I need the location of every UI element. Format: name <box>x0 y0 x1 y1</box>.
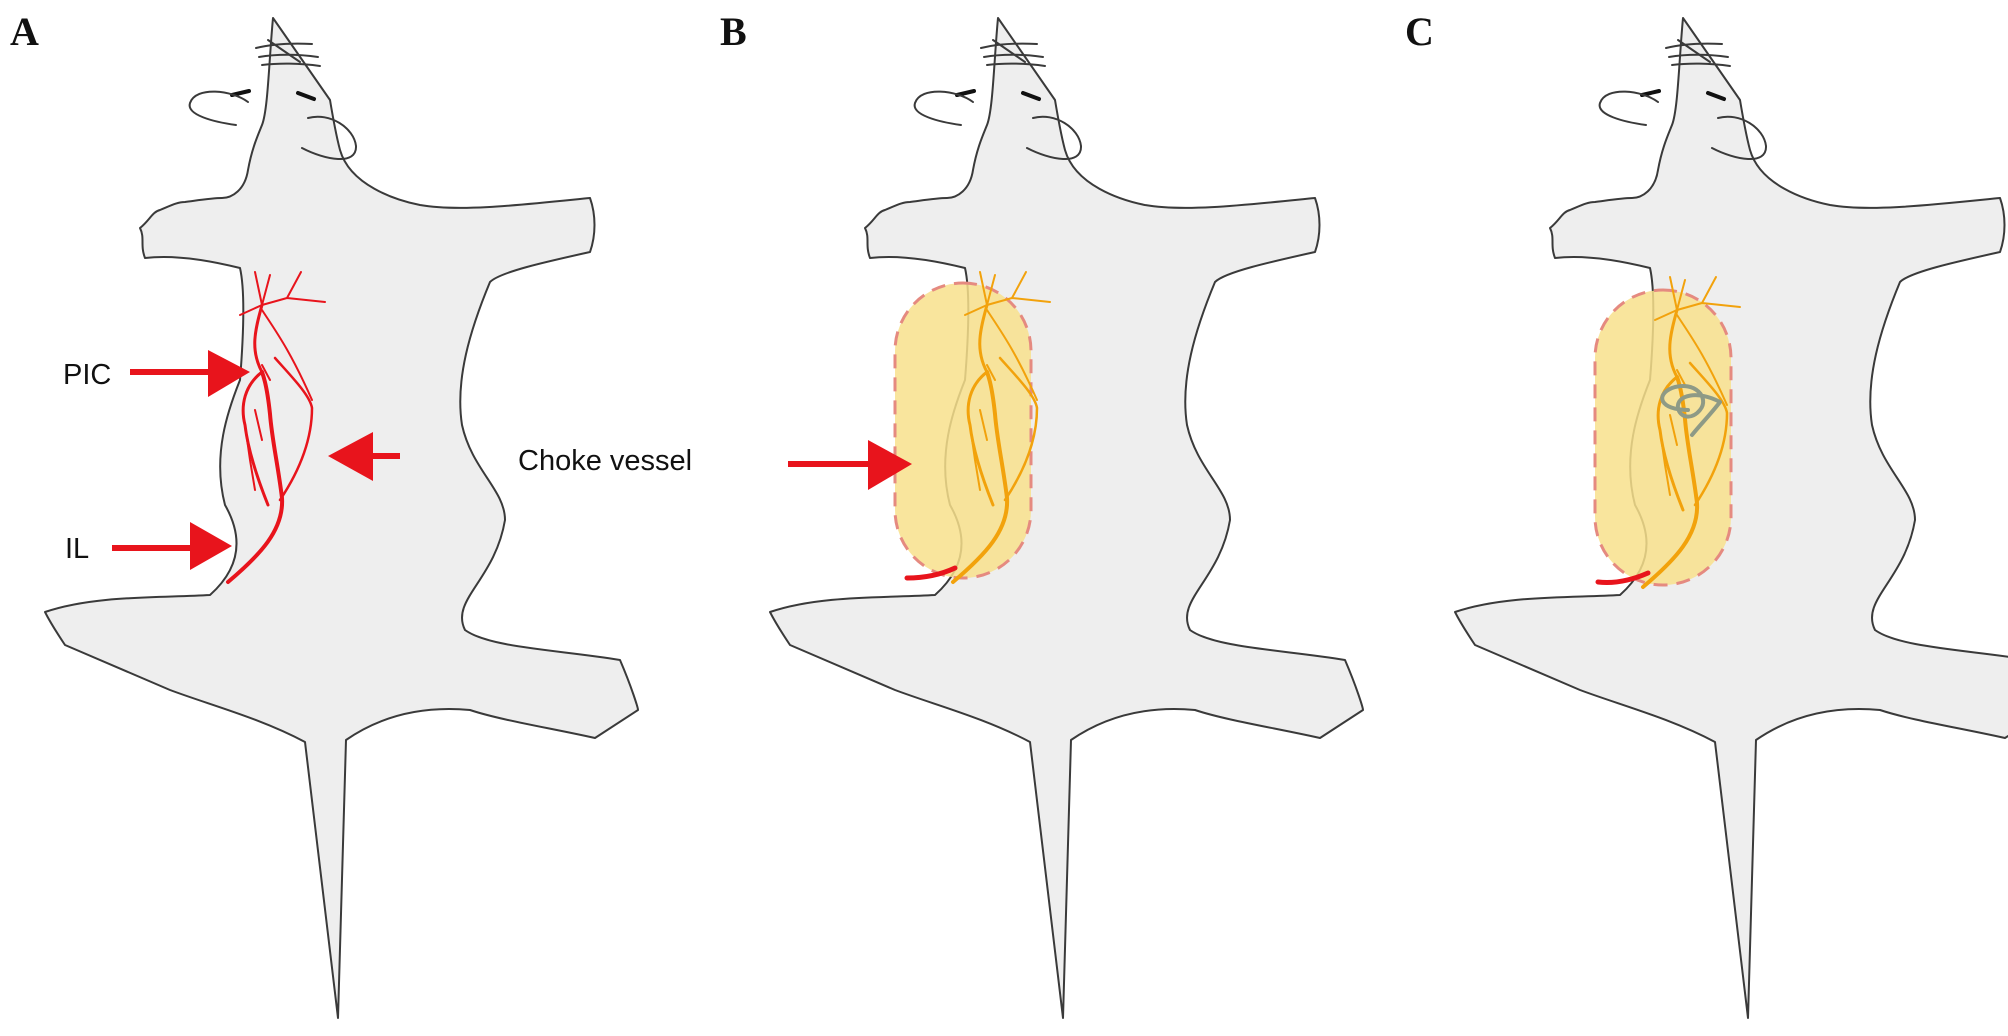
rat-outline-b <box>768 16 1365 1020</box>
panel-b: B Choke vessel <box>518 9 1365 1020</box>
perfused-network-b <box>951 271 1051 584</box>
artery-stub-c <box>1595 570 1651 585</box>
arrow-pic <box>130 350 250 397</box>
artery-network-a <box>226 271 326 584</box>
flap-c <box>1593 288 1733 587</box>
panel-c: C <box>1405 9 2008 1020</box>
label-choke-vessel: Choke vessel <box>518 445 692 477</box>
panel-a: A PIC IL <box>10 9 640 1020</box>
artery-stub-b <box>904 565 958 581</box>
panel-letter-c: C <box>1405 9 1434 54</box>
suture-icon <box>1660 384 1722 437</box>
rat-outline-a <box>43 16 640 1020</box>
label-il: IL <box>65 533 89 565</box>
arrow-il <box>112 522 232 570</box>
arrow-choke-b <box>788 440 912 490</box>
panel-letter-a: A <box>10 9 39 54</box>
label-pic: PIC <box>63 359 111 391</box>
arrow-choke-a <box>328 432 400 481</box>
panel-letter-b: B <box>720 9 747 54</box>
flap-b <box>893 281 1033 580</box>
